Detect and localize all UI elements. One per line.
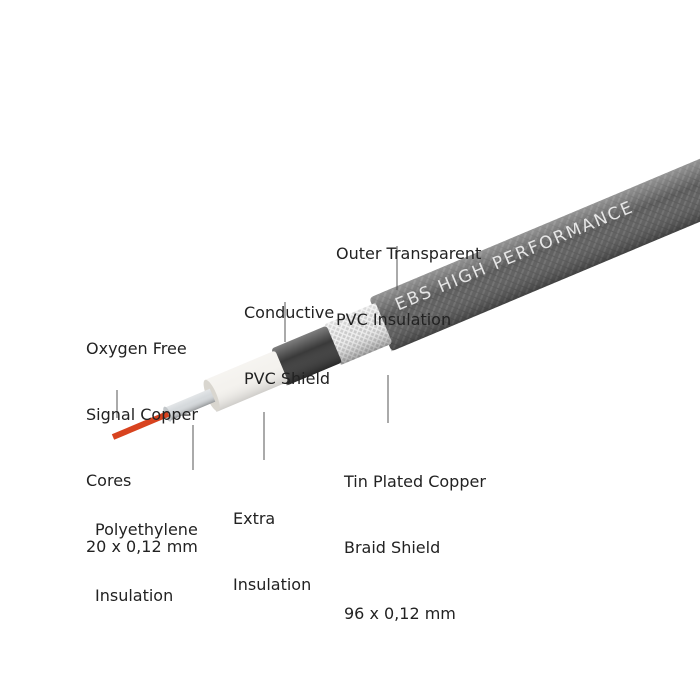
label-line: PVC Shield bbox=[244, 369, 331, 388]
label-line: Extra bbox=[233, 509, 276, 528]
label-conductive-shield: Conductive PVC Shield bbox=[244, 258, 334, 412]
label-line: PVC Insulation bbox=[336, 310, 452, 329]
copper-core bbox=[111, 410, 170, 440]
label-outer-insulation: Outer Transparent PVC Insulation bbox=[336, 199, 481, 353]
label-line: 20 x 0,12 mm bbox=[86, 537, 198, 556]
label-line: 96 x 0,12 mm bbox=[344, 604, 456, 623]
label-copper-cores: Oxygen Free Signal Copper Cores 20 x 0,1… bbox=[86, 294, 198, 580]
leader-lines bbox=[116, 246, 398, 470]
label-line: Oxygen Free bbox=[86, 339, 187, 358]
label-line: Conductive bbox=[244, 303, 335, 322]
label-line: Braid Shield bbox=[344, 538, 441, 557]
label-line: Polyethylene bbox=[95, 520, 198, 539]
label-braid-shield: Tin Plated Copper Braid Shield 96 x 0,12… bbox=[344, 427, 486, 647]
label-line: Signal Copper bbox=[86, 405, 198, 424]
label-line: Insulation bbox=[95, 586, 174, 605]
label-line: Cores bbox=[86, 471, 132, 490]
label-polyethylene: Polyethylene Insulation bbox=[95, 475, 198, 629]
label-extra-insulation: Extra Insulation bbox=[233, 464, 311, 618]
label-line: Outer Transparent bbox=[336, 244, 482, 263]
label-line: Tin Plated Copper bbox=[344, 472, 486, 491]
label-line: Insulation bbox=[233, 575, 312, 594]
